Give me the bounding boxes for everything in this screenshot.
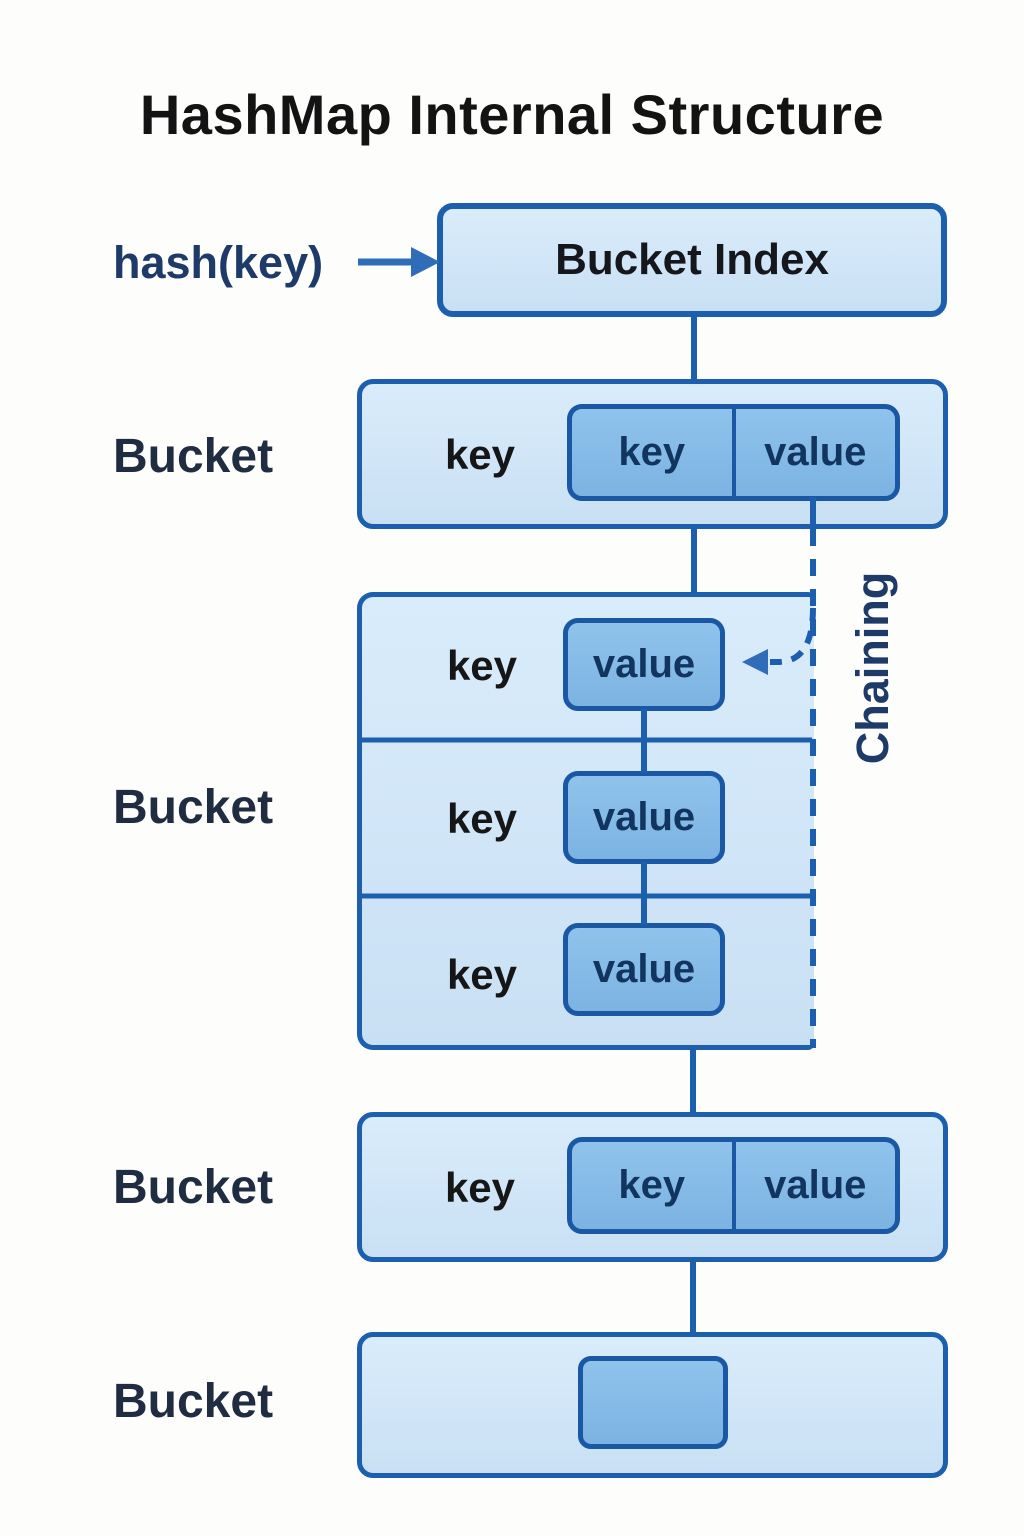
bucket-index-box: Bucket Index (437, 203, 947, 317)
bucket-1-entry-value-cell: value (731, 409, 896, 496)
bucket-2-row-1-value-cell: value (592, 642, 696, 686)
bucket-2-row-2-value-node: value (563, 771, 725, 864)
hash-arrow-head-icon (411, 247, 440, 277)
bucket-2-row-1-key-label: key (446, 642, 518, 689)
bucket-3-entry-node: key value (567, 1137, 900, 1234)
bucket-label-1: Bucket (113, 430, 274, 483)
bucket-2-row-3-value-node: value (563, 923, 725, 1016)
page-title: HashMap Internal Structure (139, 83, 885, 146)
bucket-1-key-label: key (444, 431, 516, 478)
bucket-2-row-1-value-node: value (563, 618, 725, 711)
hash-function-label: hash(key) (113, 237, 324, 288)
chaining-label: Chaining (847, 571, 898, 765)
bucket-1-entry-key-cell: key (618, 430, 686, 474)
bucket-2-row-3-key-label: key (446, 951, 518, 998)
bucket-4-empty-entry-node (578, 1356, 728, 1449)
bucket-label-3: Bucket (113, 1161, 274, 1214)
bucket-3-entry-key-cell: key (618, 1163, 686, 1207)
bucket-index-label: Bucket Index (555, 235, 829, 284)
bucket-label-4: Bucket (113, 1375, 274, 1428)
bucket-3-entry-value-cell: value (731, 1142, 896, 1229)
bucket-3-key-label: key (444, 1164, 516, 1211)
bucket-label-2: Bucket (113, 781, 274, 834)
bucket-2-row-3-value-cell: value (592, 947, 696, 991)
bucket-2-row-2-key-label: key (446, 795, 518, 842)
bucket-2-row-2-value-cell: value (592, 795, 696, 839)
bucket-1-entry-node: key value (567, 404, 900, 501)
